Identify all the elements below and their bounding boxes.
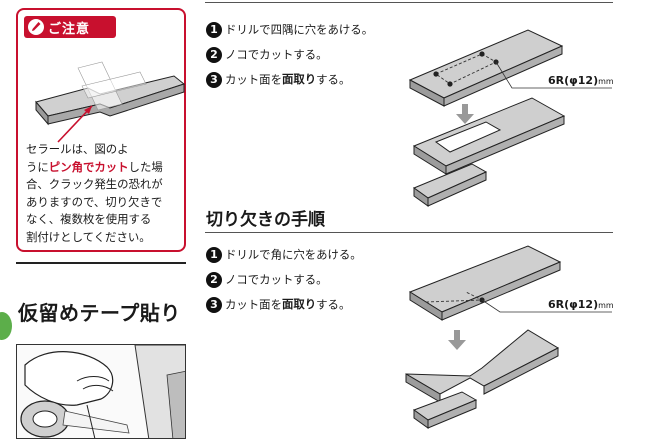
- hole-dimension-label: 6R(φ12)mm: [548, 74, 614, 87]
- left-divider: [16, 262, 186, 264]
- notch-dimension-label: 6R(φ12)mm: [548, 298, 614, 311]
- tape-section-heading: 仮留めテープ貼り: [18, 301, 181, 325]
- caution-line-2: うにピン角でカットした場: [26, 159, 163, 174]
- dimension-leader-2: [481, 299, 612, 313]
- notched-result-side: [483, 347, 559, 395]
- caution-box: ご注意 セラールは、図のよ うにピン角でカットした場 合、クラック発生の恐れが …: [16, 8, 186, 252]
- caution-line-6: 割付けとしてください。: [26, 229, 151, 244]
- pin-corner-cut-highlight: ピン角でカット: [48, 159, 129, 174]
- frame-opening: [434, 121, 502, 153]
- step-number-badge: 3: [206, 71, 222, 88]
- down-arrow-head-1: [456, 114, 474, 124]
- cutout-piece-side: [427, 171, 487, 207]
- notch-section-heading: 切り欠きの手順: [206, 210, 325, 230]
- caution-title: ご注意: [48, 22, 91, 37]
- step-number-badge: 2: [206, 46, 222, 63]
- caution-header: ご注意: [24, 16, 116, 38]
- down-arrow-shaft-1: [462, 104, 468, 114]
- notch-section-underline: [205, 232, 613, 233]
- caution-line-5: なく、複数枚を使用する: [26, 212, 152, 227]
- caution-line-4: ありますので、切り欠きで: [26, 194, 163, 209]
- drill-hole-2: [479, 51, 485, 57]
- down-arrow-shaft-2: [454, 330, 460, 340]
- step-number-badge: 1: [206, 246, 222, 263]
- caution-line-1: セラールは、図のよ: [26, 142, 129, 156]
- tape-application-illustration: [16, 344, 186, 439]
- down-arrow-head-2: [448, 340, 466, 350]
- green-section-marker: [0, 312, 12, 340]
- step-number-badge: 3: [206, 296, 222, 313]
- caution-line-3: 合、クラック発生の恐れが: [26, 177, 163, 192]
- notch-panel-side: [441, 261, 561, 321]
- tape-strip-2: [81, 71, 147, 99]
- section-1-top-line: [205, 2, 613, 3]
- caution-pen-icon: [28, 19, 44, 35]
- chamfer-keyword: 面取り: [281, 297, 317, 311]
- notch-cut-piece-side: [427, 399, 477, 429]
- step-number-badge: 1: [206, 21, 222, 38]
- dimension-leader-1: [495, 61, 612, 89]
- chamfer-keyword: 面取り: [281, 72, 317, 86]
- step-number-badge: 2: [206, 271, 222, 288]
- frame-panel-side: [445, 115, 565, 175]
- caution-text: セラールは、図のよ うにピン角でカットした場 合、クラック発生の恐れが あります…: [26, 141, 186, 247]
- caution-panel-figure: [35, 61, 186, 126]
- hole-panel-side: [443, 45, 563, 107]
- drill-hole-1: [433, 71, 439, 77]
- drill-hole-4: [447, 81, 453, 87]
